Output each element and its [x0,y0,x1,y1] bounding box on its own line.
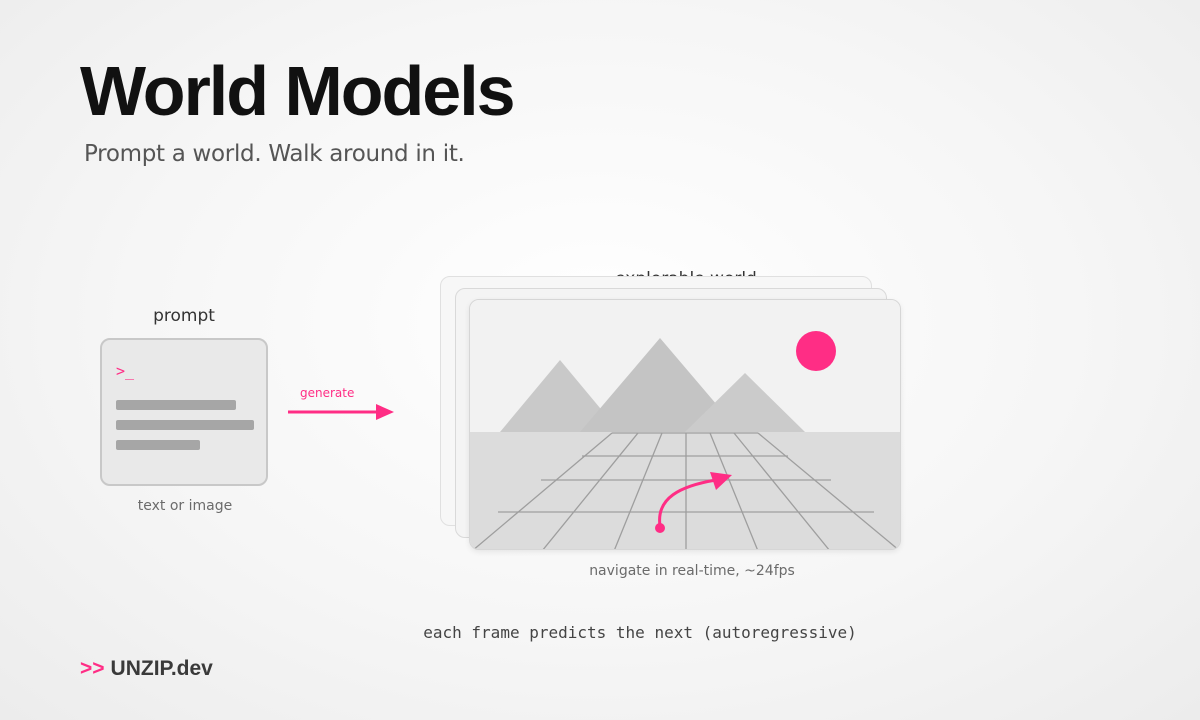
ground [470,432,900,549]
prompt-label: prompt [153,306,215,326]
autoregressive-note: each frame predicts the next (autoregres… [423,623,857,642]
navigation-path [658,478,717,527]
viewer-position-icon [655,523,665,533]
sun-icon [796,331,836,371]
prompt-card: >_ [100,338,268,486]
brand-name: UNZIP.dev [110,657,213,680]
text-line-placeholder [116,420,254,430]
world-caption: navigate in real-time, ~24fps [589,563,795,579]
generate-label: generate [300,386,355,400]
mountain-right [685,373,805,432]
terminal-prompt-icon: >_ [116,362,135,380]
text-line-placeholder [116,400,236,410]
page-title: World Models [80,52,516,130]
mountain-center [580,338,740,432]
navigation-arrowhead-icon [710,472,732,490]
mountain-left [500,360,620,432]
prompt-caption: text or image [137,498,233,514]
text-line-placeholder [116,440,200,450]
perspective-grid [473,432,899,549]
page-subtitle: Prompt a world. Walk around in it. [84,141,465,167]
generate-arrow-icon [288,404,394,420]
world-frame [469,299,901,550]
brand-chevron-icon: >> [80,657,105,680]
brand-logo: >>UNZIP.dev [80,657,213,681]
